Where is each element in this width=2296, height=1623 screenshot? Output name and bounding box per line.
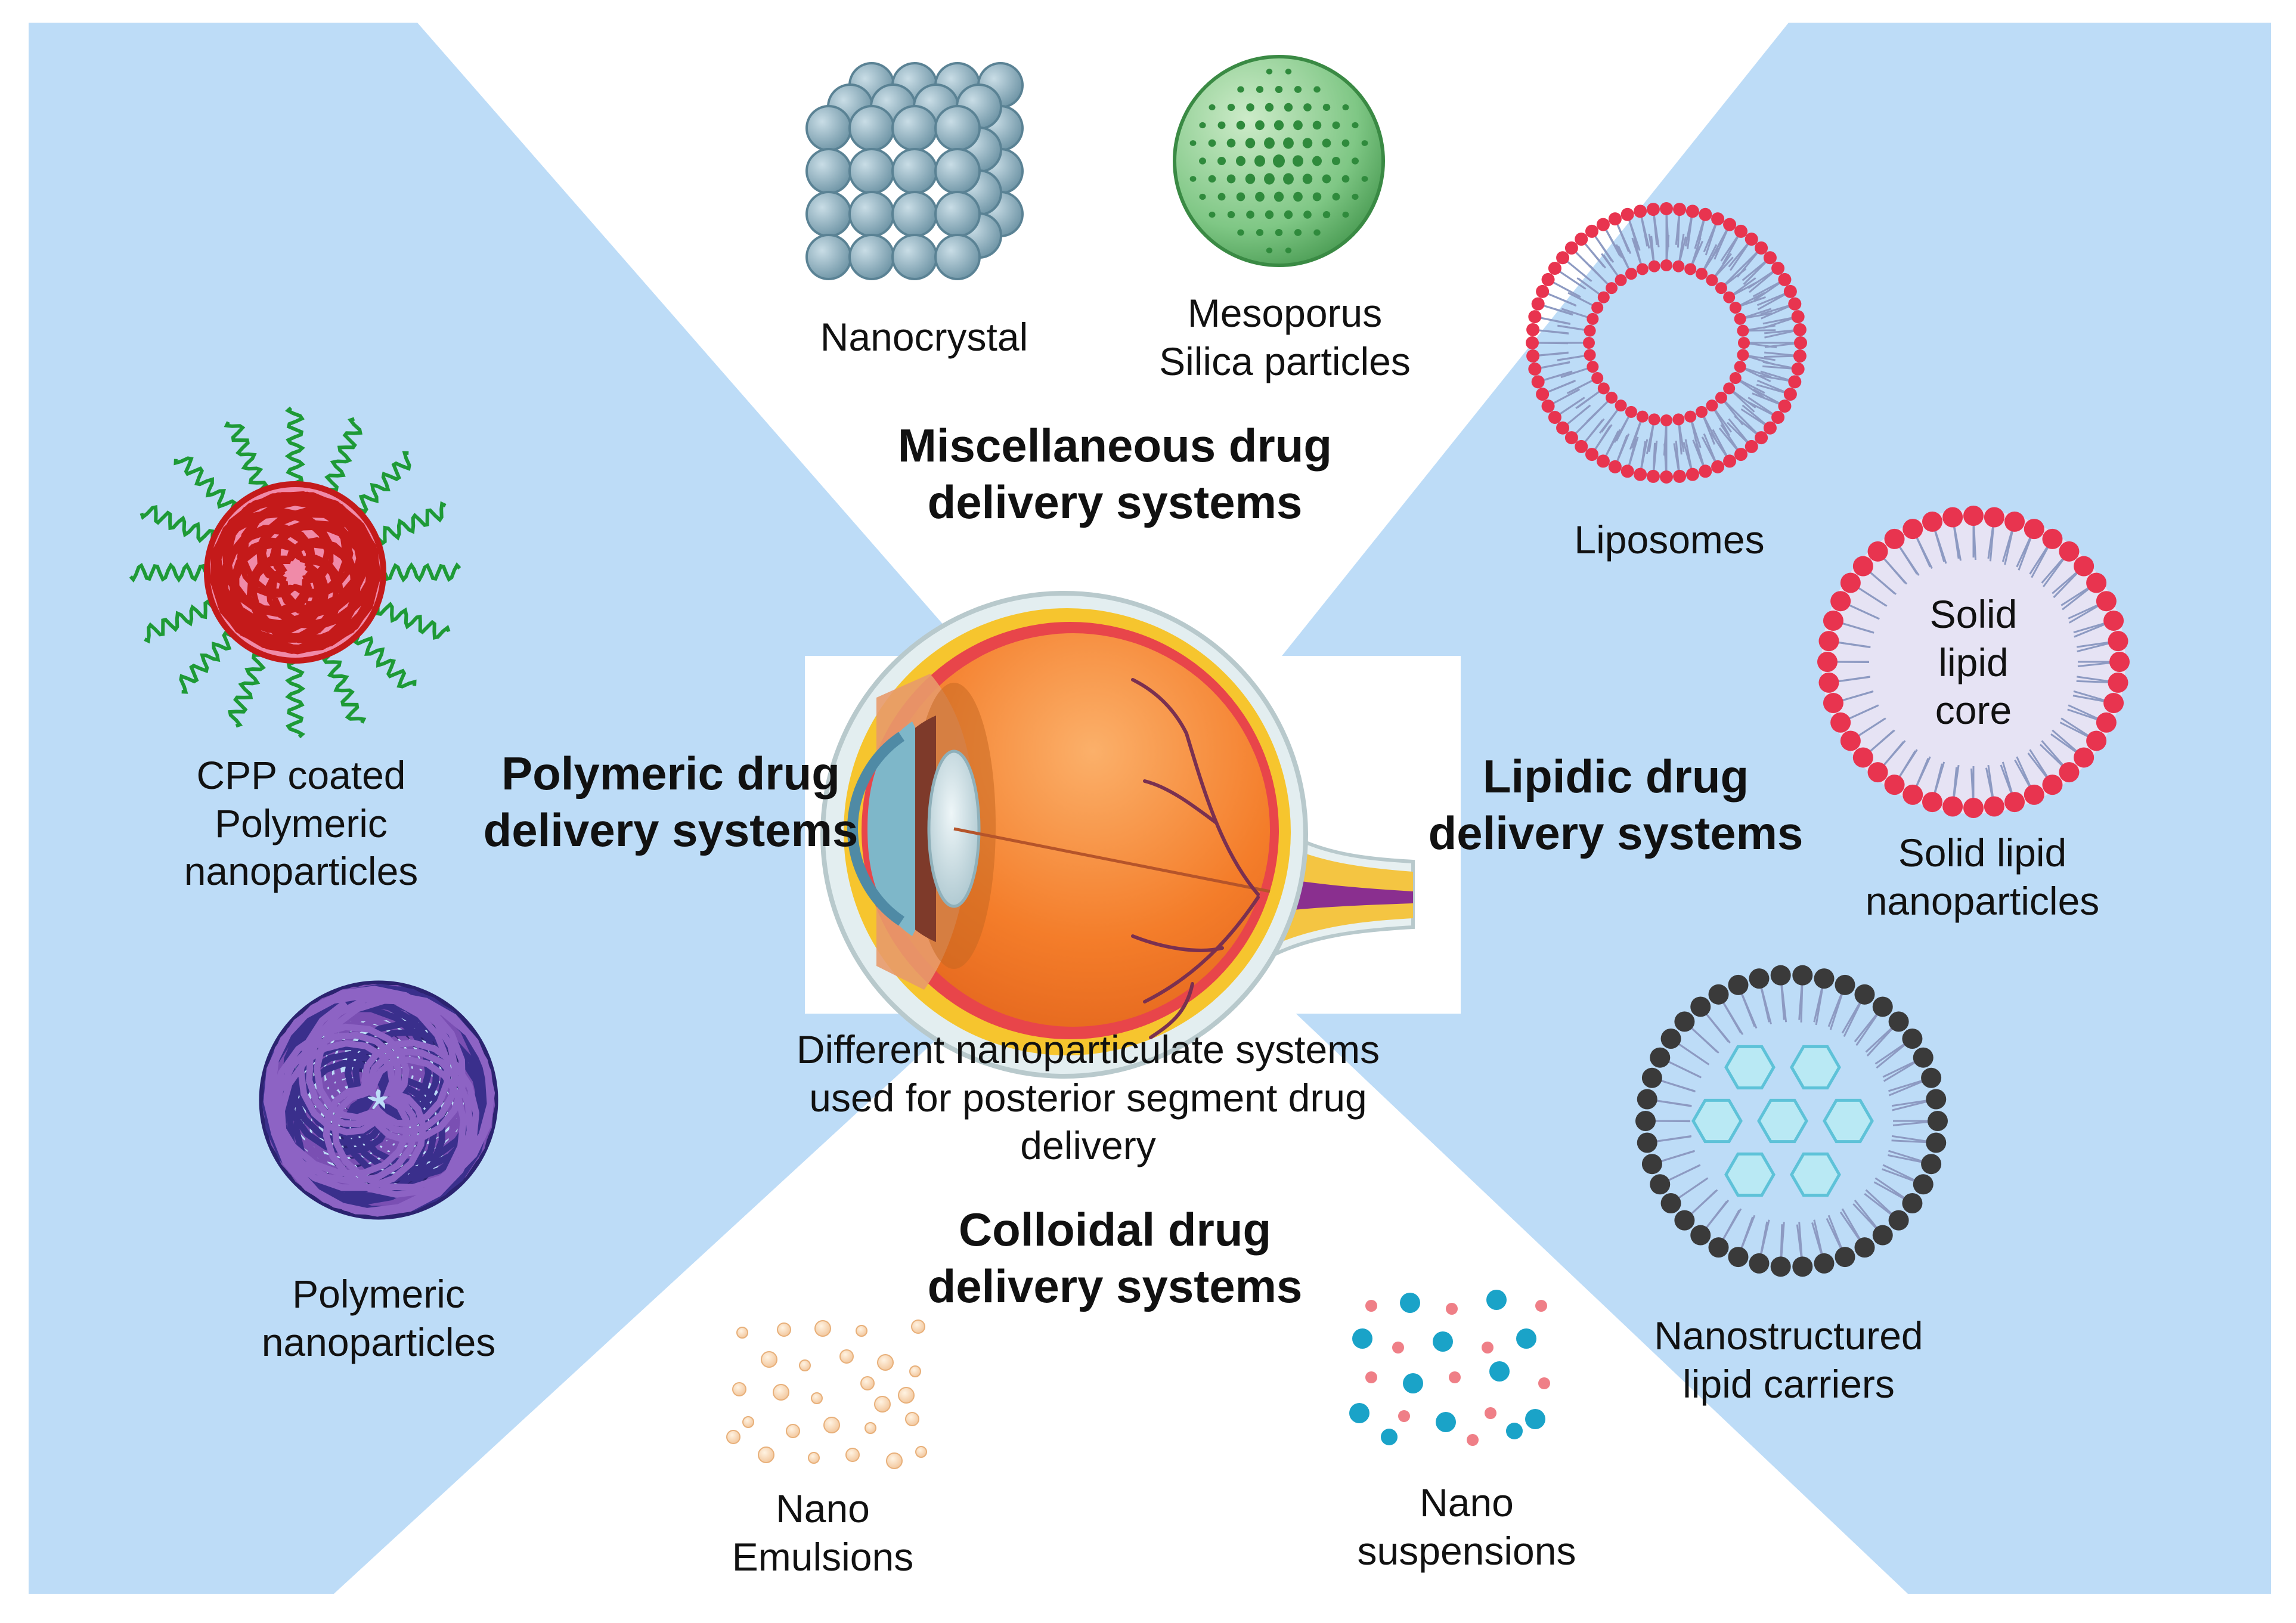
nano-suspensions-label: Nano suspensions xyxy=(1312,1479,1622,1575)
cpp-label-line-3: nanoparticles xyxy=(184,849,419,894)
solid-lipid-nanoparticles-label: Solid lipid nanoparticles xyxy=(1818,829,2146,925)
miscellaneous-title-line-1: Miscellaneous drug xyxy=(897,419,1333,472)
cpp-coated-polymeric-label: CPP coated Polymeric nanoparticles xyxy=(137,751,465,896)
x-band-top xyxy=(417,23,1789,835)
solid-lipid-core-line-2: lipid xyxy=(1938,640,2009,684)
nano-emulsions-label-line-2: Emulsions xyxy=(732,1534,914,1579)
nano-suspension-particles-icon xyxy=(1349,1290,1550,1446)
colloidal-title-line-1: Colloidal drug xyxy=(958,1203,1272,1256)
solid-lipid-nanoparticle-icon xyxy=(1817,506,2130,818)
solid-lipid-core-label: Solid lipid core xyxy=(1884,590,2063,735)
miscellaneous-title-line-2: delivery systems xyxy=(927,476,1303,529)
liposomes-label: Liposomes xyxy=(1514,516,1824,564)
solid-lipid-core-line-3: core xyxy=(1935,688,2012,733)
polymeric-np-label-line-1: Polymeric xyxy=(292,1272,465,1316)
polymeric-np-label-line-2: nanoparticles xyxy=(261,1320,496,1364)
nanocrystal-label-line-1: Nanocrystal xyxy=(820,315,1028,359)
nano-suspensions-label-line-2: suspensions xyxy=(1357,1528,1576,1573)
mesoporous-label-line-2: Silica particles xyxy=(1159,339,1411,383)
cpp-coated-polymeric-nanoparticle-icon xyxy=(129,406,461,739)
lipidic-category-title: Lipidic drug delivery systems xyxy=(1395,748,1836,862)
liposome-icon xyxy=(1526,202,1807,484)
center-caption-line-3: delivery xyxy=(1020,1123,1156,1168)
center-caption: Different nanoparticulate systems used f… xyxy=(727,1026,1449,1170)
nanocrystal-label: Nanocrystal xyxy=(775,313,1073,361)
nano-emulsion-droplets-icon xyxy=(726,1320,927,1469)
liposomes-label-line-1: Liposomes xyxy=(1574,518,1765,562)
nlc-label-line-1: Nanostructured xyxy=(1654,1314,1923,1358)
lipidic-title-line-1: Lipidic drug xyxy=(1482,750,1749,803)
polymeric-nanoparticle-icon xyxy=(259,980,498,1220)
colloidal-title-line-2: delivery systems xyxy=(927,1260,1303,1313)
lipidic-title-line-2: delivery systems xyxy=(1428,807,1804,860)
colloidal-category-title: Colloidal drug delivery systems xyxy=(882,1201,1347,1315)
nanocrystal-cube-icon xyxy=(805,62,1024,280)
polymeric-title-line-1: Polymeric drug xyxy=(501,747,840,800)
solid-lipid-np-label-line-1: Solid lipid xyxy=(1898,831,2067,875)
nanostructured-lipid-carrier-icon xyxy=(1635,965,1948,1277)
cpp-label-line-1: CPP coated xyxy=(196,753,406,797)
eye-icon xyxy=(820,591,1415,1079)
mesoporous-label-line-1: Mesoporus xyxy=(1187,291,1383,335)
nano-emulsions-label: Nano Emulsions xyxy=(674,1485,972,1581)
polymeric-category-title: Polymeric drug delivery systems xyxy=(453,745,888,859)
polymeric-title-line-2: delivery systems xyxy=(483,804,859,857)
center-caption-line-2: used for posterior segment drug xyxy=(809,1075,1367,1120)
nano-suspensions-label-line-1: Nano xyxy=(1420,1480,1514,1525)
mesoporous-silica-icon xyxy=(1173,55,1385,267)
polymeric-nanoparticles-label: Polymeric nanoparticles xyxy=(215,1270,543,1366)
solid-lipid-np-label-line-2: nanoparticles xyxy=(1865,878,2100,923)
nlc-label: Nanostructured lipid carriers xyxy=(1610,1312,1967,1408)
cpp-label-line-2: Polymeric xyxy=(215,801,388,845)
solid-lipid-core-line-1: Solid xyxy=(1929,592,2018,636)
nano-emulsions-label-line-1: Nano xyxy=(776,1486,870,1531)
x-band-bottom xyxy=(334,865,1908,1594)
mesoporous-silica-label: Mesoporus Silica particles xyxy=(1106,289,1464,385)
nlc-label-line-2: lipid carriers xyxy=(1683,1361,1895,1406)
miscellaneous-category-title: Miscellaneous drug delivery systems xyxy=(853,417,1377,531)
center-caption-line-1: Different nanoparticulate systems xyxy=(796,1027,1380,1071)
